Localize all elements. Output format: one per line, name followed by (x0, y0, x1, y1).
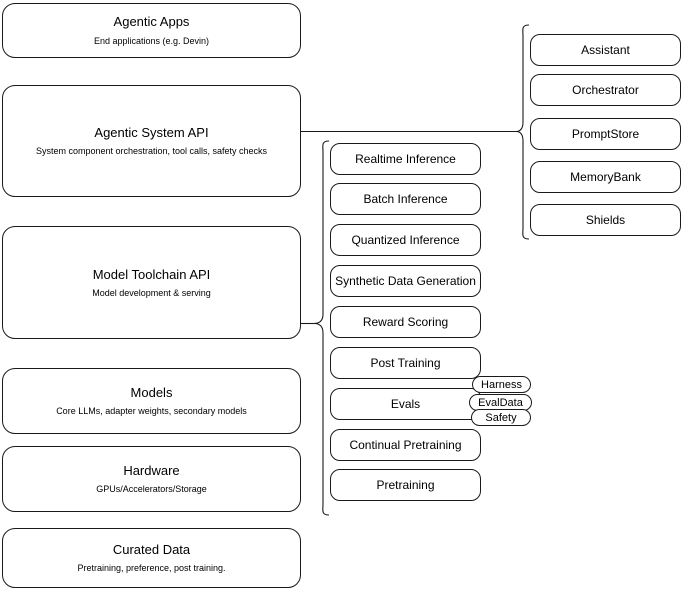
stack-layer-agentic-system-api[interactable]: Agentic System API System component orch… (2, 85, 301, 197)
toolchain-component-label: Pretraining (376, 477, 435, 492)
toolchain-component-label: Reward Scoring (362, 314, 449, 329)
stack-layer-subtitle: Core LLMs, adapter weights, secondary mo… (56, 406, 247, 416)
stack-layer-subtitle: Model development & serving (92, 288, 211, 299)
evals-badge-label: Safety (485, 411, 517, 424)
toolchain-component-evals[interactable]: Evals (330, 388, 481, 420)
agentic-component-shields[interactable]: Shields (530, 204, 681, 236)
stack-layer-title: Models (130, 384, 173, 400)
stack-layer-subtitle: System component orchestration, tool cal… (35, 146, 268, 157)
stack-layer-model-toolchain-api[interactable]: Model Toolchain API Model development & … (2, 226, 301, 339)
toolchain-component-pretraining[interactable]: Pretraining (330, 469, 481, 501)
agentic-component-label: MemoryBank (570, 169, 641, 184)
stack-layer-title: Agentic Apps (113, 14, 190, 30)
agentic-component-promptstore[interactable]: PromptStore (530, 118, 681, 150)
evals-badge-label: Harness (481, 378, 522, 391)
evals-badge-safety[interactable]: Safety (471, 409, 531, 426)
stack-layer-subtitle: End applications (e.g. Devin) (93, 35, 210, 46)
stack-layer-hardware[interactable]: Hardware GPUs/Accelerators/Storage (2, 446, 301, 512)
stack-layer-subtitle: Pretraining, preference, post training. (77, 563, 226, 573)
agentic-component-assistant[interactable]: Assistant (530, 34, 681, 66)
toolchain-component-label: Quantized Inference (351, 232, 460, 247)
toolchain-component-label: Post Training (370, 355, 441, 370)
stack-layer-title: Hardware (123, 462, 180, 478)
stack-layer-title: Agentic System API (94, 125, 209, 140)
toolchain-component-label: Evals (390, 396, 421, 411)
toolchain-component-batch-inference[interactable]: Batch Inference (330, 183, 481, 215)
stack-layer-title: Curated Data (112, 541, 191, 557)
toolchain-component-label: Synthetic Data Generation (335, 273, 476, 288)
toolchain-component-label: Realtime Inference (355, 151, 456, 166)
agentic-component-label: Assistant (581, 42, 630, 57)
agentic-component-label: Orchestrator (572, 82, 639, 97)
stack-layer-text-block: Agentic System API System component orch… (3, 125, 300, 158)
stack-layer-models[interactable]: Models Core LLMs, adapter weights, secon… (2, 368, 301, 434)
toolchain-component-label: Batch Inference (363, 191, 448, 206)
stack-layer-text-block: Model Toolchain API Model development & … (3, 267, 300, 300)
stack-layer-agentic-apps[interactable]: Agentic Apps End applications (e.g. Devi… (2, 3, 301, 58)
agentic-component-memorybank[interactable]: MemoryBank (530, 161, 681, 193)
brace-toolchain-components (313, 140, 330, 516)
stack-layer-subtitle: GPUs/Accelerators/Storage (96, 484, 207, 494)
agentic-component-label: Shields (585, 212, 626, 227)
toolchain-component-reward-scoring[interactable]: Reward Scoring (330, 306, 481, 338)
agentic-component-orchestrator[interactable]: Orchestrator (530, 74, 681, 106)
toolchain-component-synthetic-data-generation[interactable]: Synthetic Data Generation (330, 265, 481, 297)
brace-agentic-components (515, 24, 530, 240)
stack-layer-curated-data[interactable]: Curated Data Pretraining, preference, po… (2, 528, 301, 588)
toolchain-component-continual-pretraining[interactable]: Continual Pretraining (330, 429, 481, 461)
toolchain-component-realtime-inference[interactable]: Realtime Inference (330, 143, 481, 175)
toolchain-component-quantized-inference[interactable]: Quantized Inference (330, 224, 481, 256)
stack-layer-title: Model Toolchain API (92, 267, 211, 282)
toolchain-component-label: Continual Pretraining (349, 437, 462, 452)
agentic-component-label: PromptStore (571, 126, 640, 141)
toolchain-component-post-training[interactable]: Post Training (330, 347, 481, 379)
evals-badge-label: EvalData (478, 396, 523, 409)
evals-badge-harness[interactable]: Harness (472, 376, 531, 393)
